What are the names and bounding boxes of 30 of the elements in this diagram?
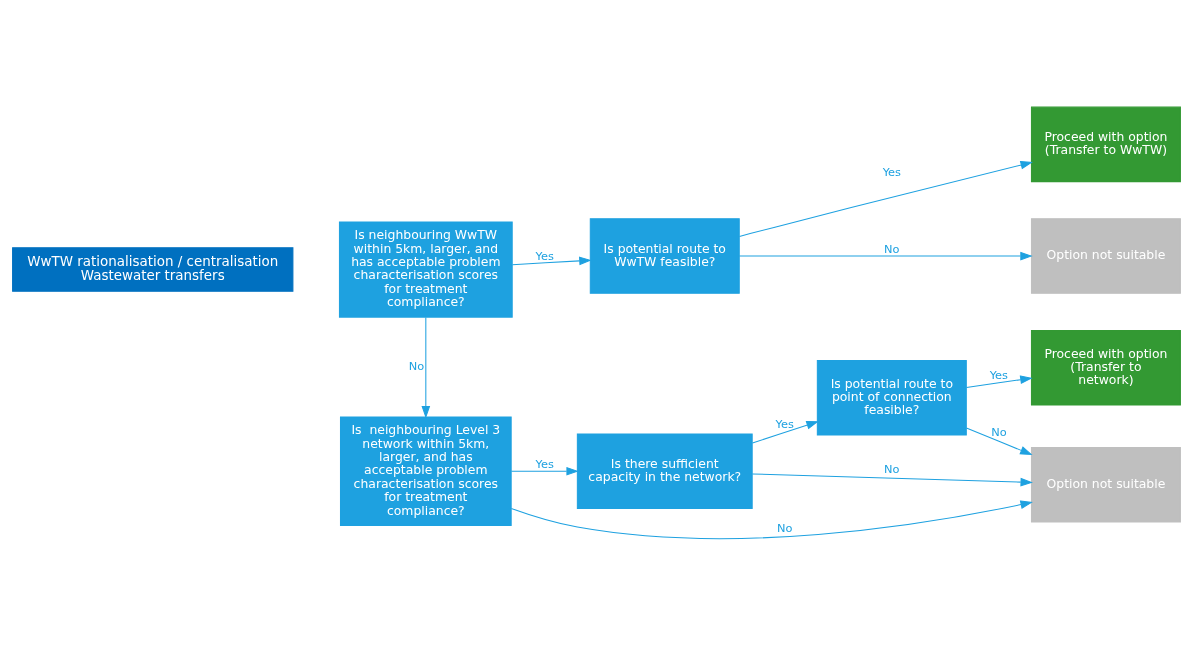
arrow <box>738 251 1033 261</box>
edge-label: Yes <box>775 416 794 431</box>
arrow <box>510 466 579 476</box>
arrow <box>511 256 592 266</box>
edge-label: Yes <box>535 456 554 471</box>
node-box: Proceed with option (Transfer to WwTW) <box>1030 106 1181 183</box>
node-box: WwTW rationalisation / centralisation Wastewater transfers <box>12 247 294 292</box>
edge-label: No <box>884 462 900 477</box>
edge-label: No <box>408 358 425 373</box>
arrow <box>965 375 1033 388</box>
arrow <box>965 427 1033 456</box>
node-box: Is neighbouring WwTW within 5km, larger, and has acceptable problem characterisation scores for treatment compliance? <box>338 221 513 318</box>
edge-label: Yes <box>989 367 1009 382</box>
arrow <box>751 421 819 444</box>
arrow <box>751 473 1033 487</box>
node-box: Proceed with option (Transfer to network) <box>1030 330 1181 406</box>
node-box: Option not suitable <box>1030 446 1181 523</box>
edge-label: Yes <box>535 249 554 264</box>
node-box: Option not suitable <box>1030 218 1181 294</box>
node-box: Is potential route to WwTW feasible? <box>589 218 740 294</box>
edge-label: No <box>884 241 900 256</box>
arrow <box>421 316 431 419</box>
node-box: Is there sufficient capacity in the network? <box>576 433 753 509</box>
node-box: Is neighbouring Level 3 network within 5km, larger, and has acceptable problem characterisation scores for treatment compliance? <box>339 416 512 527</box>
edge-label: No <box>777 521 793 536</box>
edge-label: No <box>991 424 1007 439</box>
arrow <box>738 160 1033 237</box>
node-box: Is potential route to point of connection feasible? <box>816 360 967 436</box>
edge-label: Yes <box>882 165 901 180</box>
arrow <box>510 500 1033 539</box>
